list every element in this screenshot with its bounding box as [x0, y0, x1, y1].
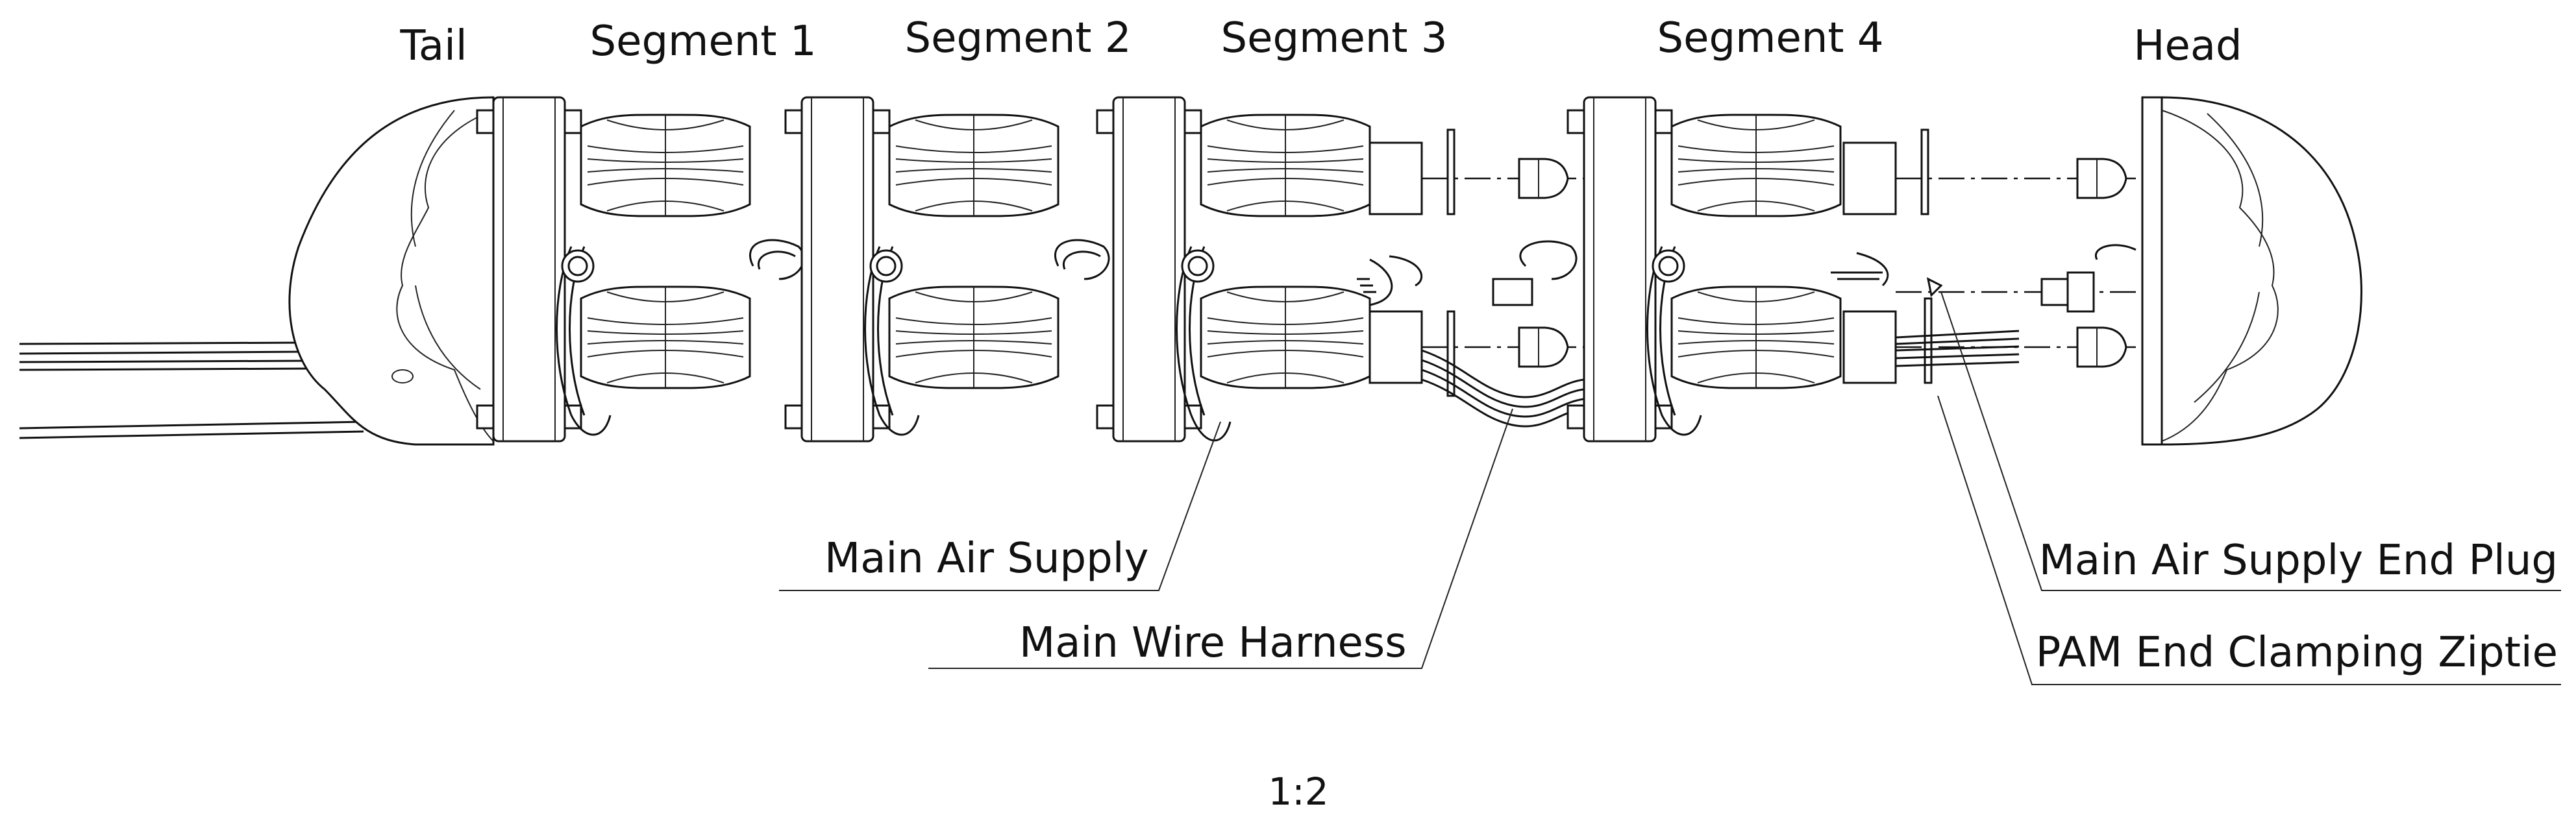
- title-segment-1: Segment 1: [589, 18, 816, 66]
- head-body: [2040, 96, 2362, 446]
- label-end-plug: Main Air Supply End Plug: [2039, 537, 2558, 585]
- title-tail: Tail: [399, 22, 467, 70]
- leader-end-plug: [1940, 291, 2561, 591]
- label-main-air-supply: Main Air Supply: [824, 535, 1148, 583]
- leader-ziptie: [1937, 395, 2561, 685]
- segment-3-assembly: [1096, 96, 1423, 443]
- title-segment-3: Segment 3: [1220, 14, 1447, 62]
- title-segment-2: Segment 2: [904, 14, 1131, 62]
- leader-main-air-supply: [779, 421, 1221, 591]
- scale-label: 1:2: [1268, 770, 1328, 814]
- segment-2-assembly: [784, 96, 1110, 443]
- title-segment-4: Segment 4: [1657, 14, 1883, 62]
- label-main-wire-harness: Main Wire Harness: [1019, 619, 1407, 667]
- segment-4-assembly: [1567, 96, 1897, 443]
- title-head: Head: [2133, 22, 2242, 70]
- tail-body: [19, 96, 495, 446]
- segment-1-assembly: [476, 96, 805, 443]
- leader-main-wire-harness: [928, 408, 1513, 669]
- exploded-parts-1: [1421, 128, 1585, 428]
- label-ziptie: PAM End Clamping Ziptie: [2036, 629, 2558, 677]
